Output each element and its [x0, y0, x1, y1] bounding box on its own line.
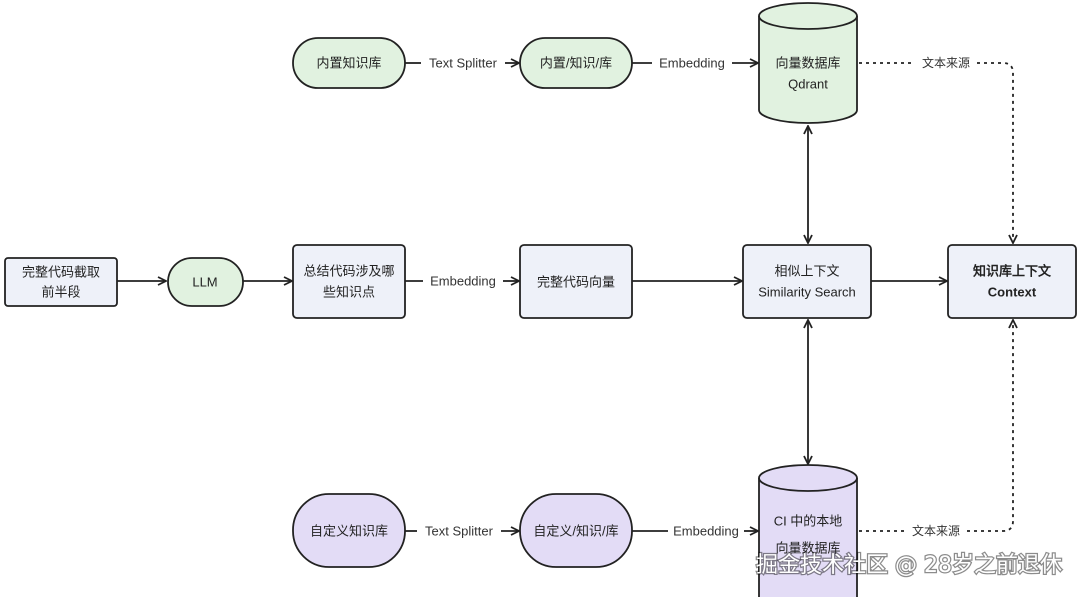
- context-box: [947, 244, 1077, 319]
- llm-node: LLM: [167, 257, 244, 307]
- code-prefix-label-line2: 前半段: [41, 285, 80, 300]
- similarity-search-box: [742, 244, 872, 319]
- summary-label-line2: 些知识点: [323, 285, 375, 300]
- qdrant-label-line1: 向量数据库: [775, 56, 840, 71]
- qdrant-cylinder: 向量数据库 Qdrant: [758, 2, 858, 124]
- ci-store-cylinder-fill: [759, 465, 857, 597]
- context-label-line2: Context: [988, 285, 1037, 300]
- code-vector-label: 完整代码向量: [537, 275, 615, 290]
- edge-bottom-embedding: Embedding: [632, 524, 758, 539]
- edge-top-text-splitter: Text Splitter: [405, 56, 519, 71]
- ci-store-cylinder-outline: [758, 464, 858, 597]
- custom-chunks-node: 自定义/知识/库: [519, 493, 633, 568]
- edge-bottom-embed-label: Embedding: [673, 524, 739, 539]
- ci-vector-store-cylinder: CI 中的本地 向量数据库: [758, 464, 858, 597]
- qdrant-cylinder-body: [758, 2, 858, 124]
- custom-kb-node: 自定义知识库: [292, 493, 406, 568]
- edge-top-source-label: 文本来源: [922, 55, 970, 70]
- context-node: 知识库上下文 Context: [947, 244, 1077, 319]
- llm-pill: [167, 257, 244, 307]
- edge-bottom-text-source: 文本来源: [859, 320, 1013, 538]
- summary-box: [292, 244, 406, 319]
- custom-kb-label: 自定义知识库: [310, 524, 388, 539]
- edge-bottom-text-splitter: Text Splitter: [405, 524, 519, 539]
- arrow-bottom-source: [967, 320, 1013, 532]
- ci-store-label-line2: 向量数据库: [775, 541, 840, 556]
- code-prefix-node: 完整代码截取 前半段: [4, 257, 118, 307]
- context-label-line1: 知识库上下文: [973, 264, 1052, 279]
- edge-top-split-label: Text Splitter: [429, 56, 498, 71]
- builtin-chunks-label: 内置/知识/库: [540, 56, 612, 71]
- similarity-label-line2: Similarity Search: [758, 285, 856, 300]
- similarity-search-node: 相似上下文 Similarity Search: [742, 244, 872, 319]
- qdrant-label-line2: Qdrant: [788, 77, 828, 92]
- summary-label-line1: 总结代码涉及哪: [303, 264, 394, 279]
- ci-store-label-line1: CI 中的本地: [774, 514, 843, 529]
- edge-mid-embedding: Embedding: [405, 274, 519, 289]
- builtin-chunks-node: 内置/知识/库: [519, 37, 633, 89]
- llm-label: LLM: [192, 275, 217, 290]
- builtin-kb-node: 内置知识库: [292, 37, 406, 89]
- similarity-label-line1: 相似上下文: [774, 264, 839, 279]
- arrow-top-source: [977, 62, 1013, 243]
- code-vector-node: 完整代码向量: [519, 244, 633, 319]
- ci-store-cylinder-rim: [758, 477, 858, 492]
- edge-top-embed-label: Embedding: [659, 56, 725, 71]
- edge-top-text-source: 文本来源: [859, 55, 1013, 243]
- custom-chunks-label: 自定义/知识/库: [533, 524, 618, 539]
- code-prefix-label-line1: 完整代码截取: [22, 265, 100, 280]
- code-prefix-box: [4, 257, 118, 307]
- edge-bottom-source-label: 文本来源: [912, 523, 960, 538]
- edge-top-embedding: Embedding: [632, 56, 758, 71]
- edge-mid-embed-label: Embedding: [430, 274, 496, 289]
- summary-node: 总结代码涉及哪 些知识点: [292, 244, 406, 319]
- builtin-kb-label: 内置知识库: [316, 56, 381, 71]
- watermark-text: 掘金技术社区 @ 28岁之前退休: [756, 553, 1062, 578]
- qdrant-cylinder-rim: [758, 15, 858, 30]
- edge-bottom-split-label: Text Splitter: [425, 524, 494, 539]
